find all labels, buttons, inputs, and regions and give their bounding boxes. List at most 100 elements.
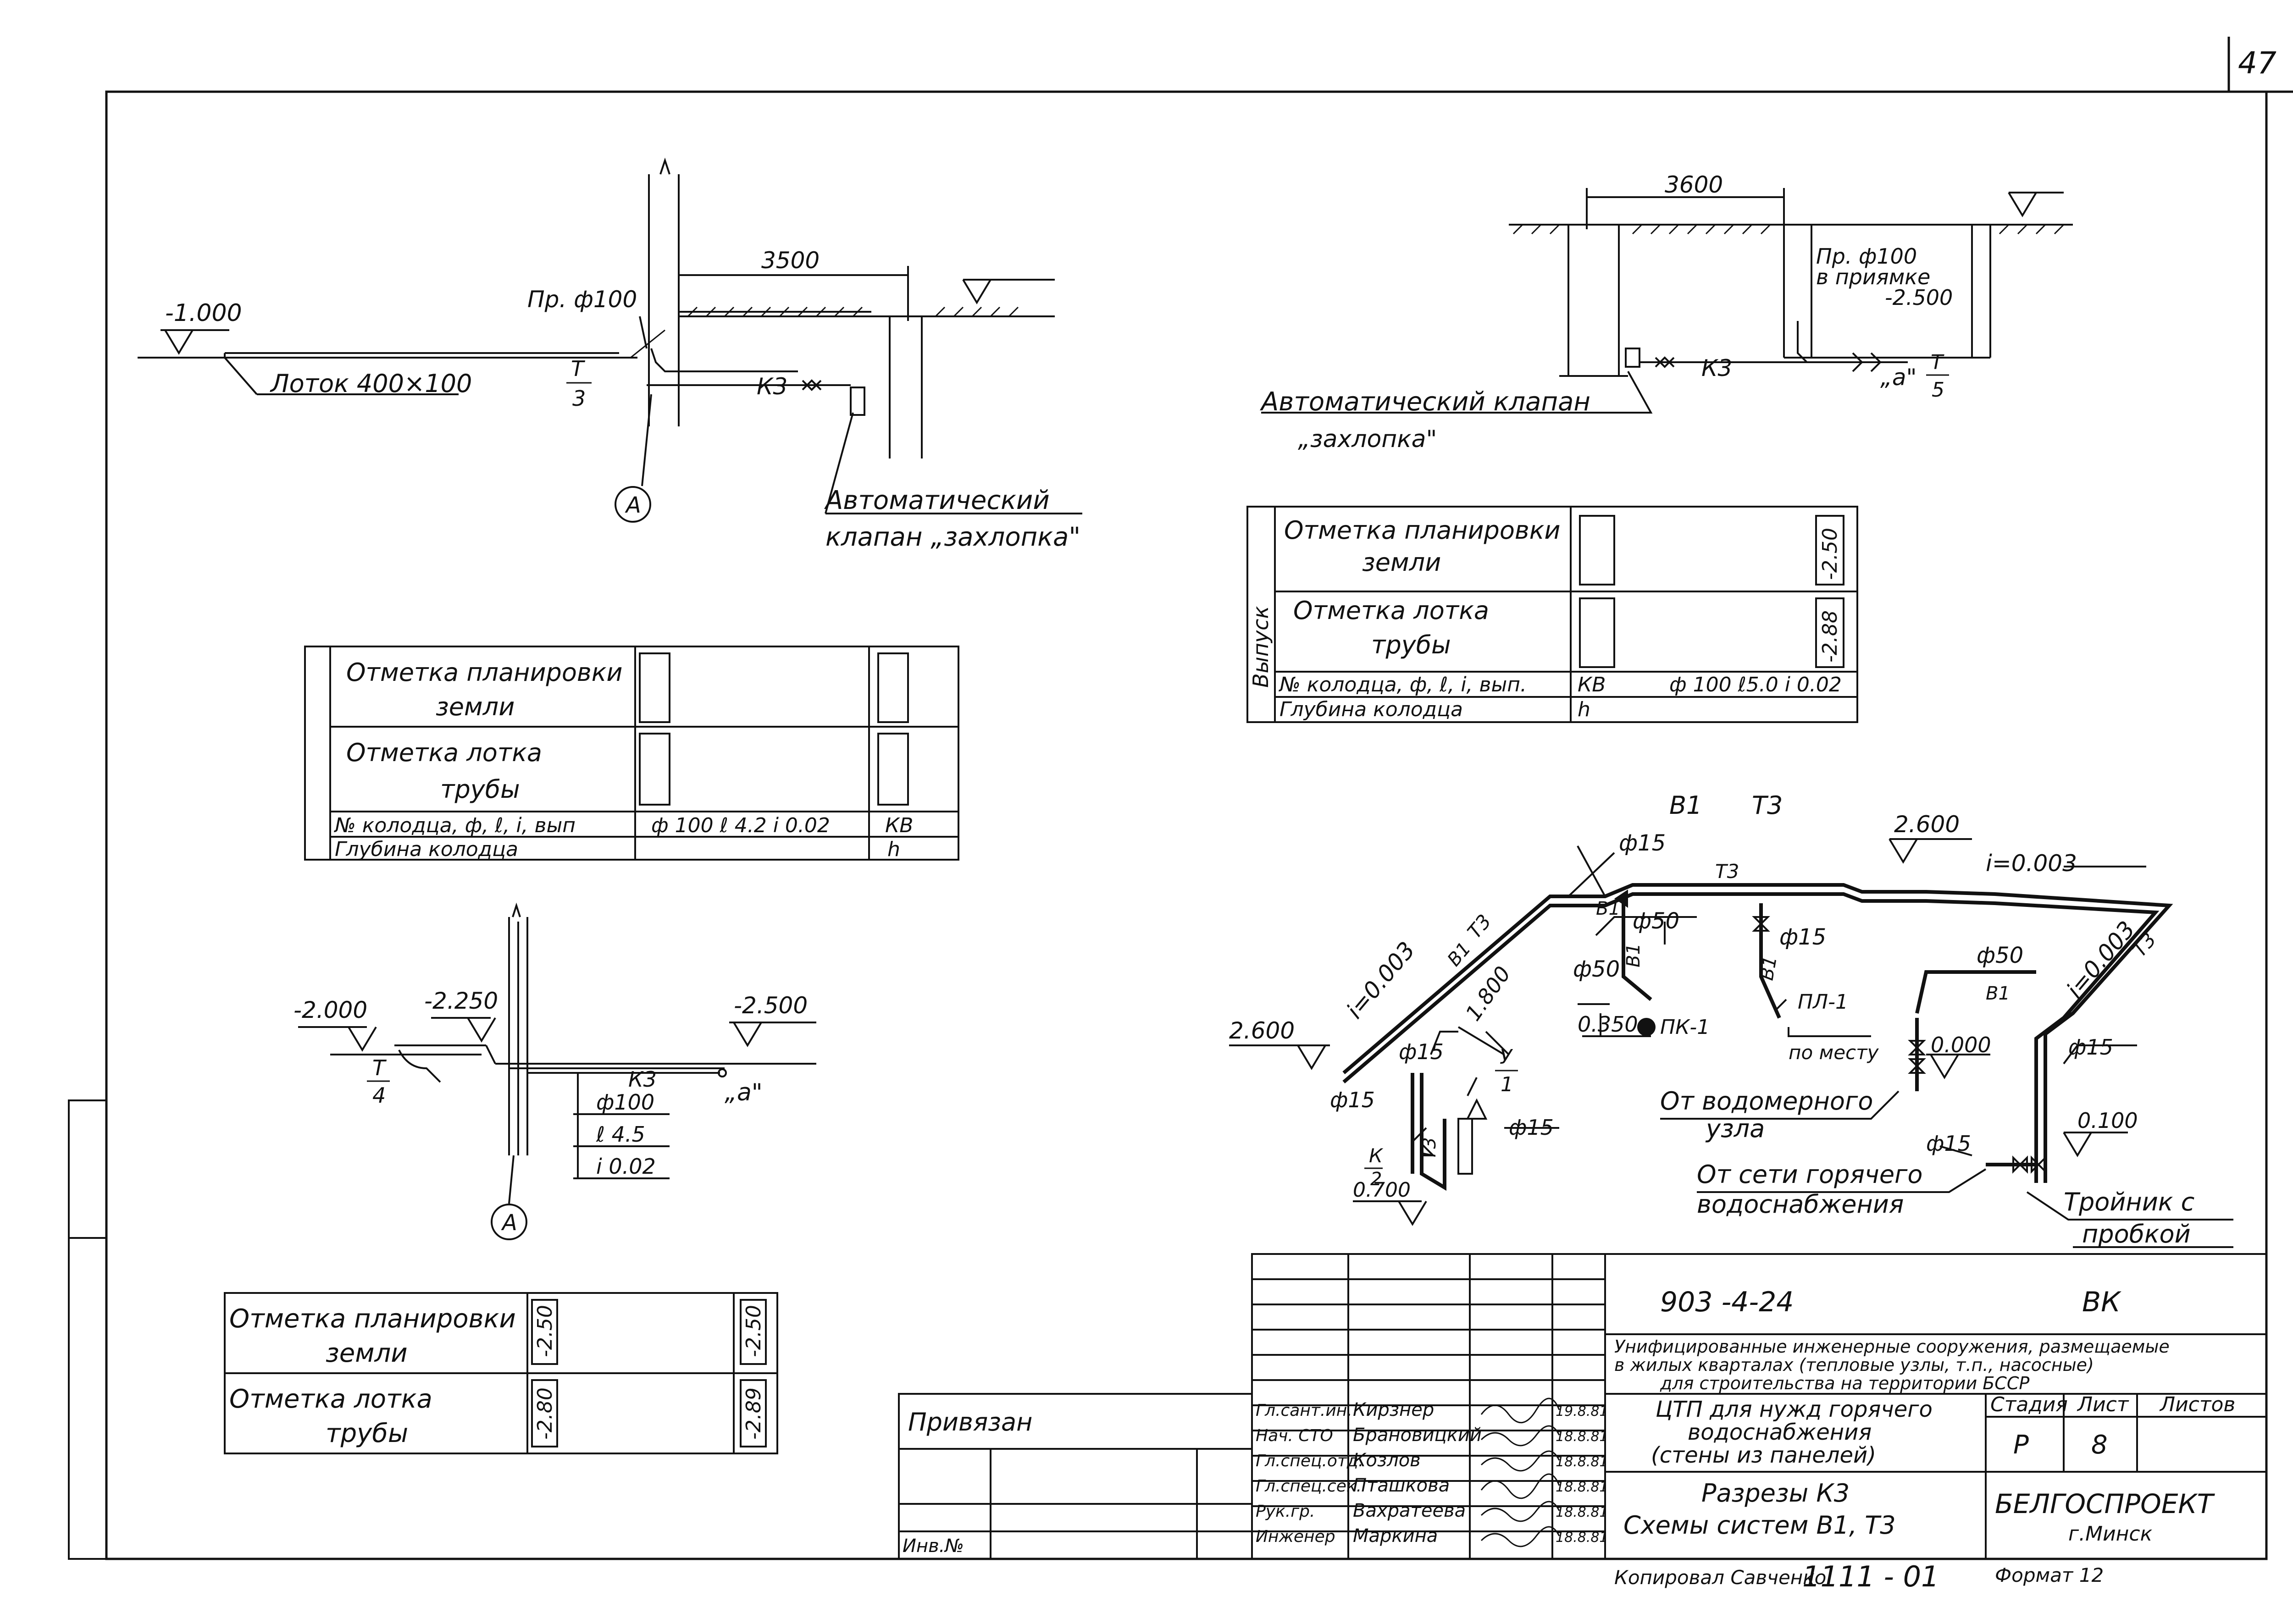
y1-denominator: 1 xyxy=(1501,1073,1513,1096)
tb-row2-a: Отметка лотка xyxy=(229,1384,432,1414)
tr-val1: -2.50 xyxy=(1818,528,1842,580)
level-0000: 0.000 xyxy=(1931,1033,1991,1057)
k3-label: К3 xyxy=(757,373,787,400)
sheets-header: Листов xyxy=(2159,1393,2235,1416)
tb-val1a: -2.50 xyxy=(533,1305,557,1357)
tm-row2-b: трубы xyxy=(440,775,520,804)
desc-line-2: в жилых кварталах (тепловые узлы, т.п., … xyxy=(1614,1355,2094,1375)
b1-label-e: В1 xyxy=(1986,983,2010,1004)
ground-hatch-right xyxy=(1512,224,2065,235)
name-3: Пташкова xyxy=(1353,1475,1450,1496)
tee-label-2: пробкой xyxy=(2082,1220,2191,1248)
stage-header: Стадия xyxy=(1990,1393,2068,1416)
role-5: Инженер xyxy=(1256,1527,1335,1546)
tr-row1-a: Отметка планировки xyxy=(1284,516,1560,545)
tr-val2: -2.88 xyxy=(1818,610,1842,663)
tr-row3-c: ф 100 ℓ5.0 і 0.02 xyxy=(1669,673,1842,696)
table-middle: Отметка планировки земли Отметка лотка т… xyxy=(304,646,959,861)
desc-line-3: для строительства на территории БССР xyxy=(1660,1373,2029,1393)
doc-code: 903 -4-24 xyxy=(1660,1286,1794,1318)
t4-denominator: 4 xyxy=(372,1083,386,1108)
d15-label-b: ф15 xyxy=(1779,924,1826,950)
d15-label-d: ф15 xyxy=(1399,1039,1444,1064)
d50-label-c: ф50 xyxy=(1977,943,2023,968)
hot-water-label-2: водоснабжения xyxy=(1697,1190,1904,1219)
t3-label-d: Т3 xyxy=(1419,1137,1440,1160)
b1-label-d: В1 xyxy=(1756,955,1781,982)
level-1800: 1.800 xyxy=(1461,961,1516,1025)
t3-label-a: Т3 xyxy=(1715,860,1739,883)
bound-label: Привязан xyxy=(908,1408,1032,1436)
d50-label-a: ф50 xyxy=(1633,908,1679,934)
stage-value: Р xyxy=(2013,1430,2029,1460)
tm-row1-b: земли xyxy=(436,692,515,721)
org-city: г.Минск xyxy=(2068,1522,2153,1546)
tr-row4-b: h xyxy=(1578,698,1590,721)
pl1-label: ПЛ-1 xyxy=(1798,990,1848,1014)
tr-row2-a: Отметка лотка xyxy=(1293,596,1489,625)
pipe-diameter-bottom: ф100 xyxy=(596,1090,654,1115)
page-number: 47 xyxy=(2238,45,2276,81)
tm-row1-a: Отметка планировки xyxy=(346,658,622,687)
level-0350: 0.350 xyxy=(1578,1012,1638,1037)
table-right: Выпуск Отметка планировки земли Отметка … xyxy=(1246,506,1858,723)
check-valve-icon xyxy=(1614,889,1628,908)
valve-right-label-2: „захлопка" xyxy=(1298,425,1437,453)
tb-row2-b: трубы xyxy=(326,1419,408,1448)
sheet-header: Лист xyxy=(2077,1393,2129,1416)
sheet-title-1: Разрезы К3 xyxy=(1701,1479,1850,1508)
level-2600-left: 2.600 xyxy=(1229,1017,1295,1044)
tr-row4-a: Глубина колодца xyxy=(1279,698,1463,721)
slope-top: і=0.003 xyxy=(1986,850,2077,877)
table-bottom: Отметка планировки земли Отметка лотка т… xyxy=(224,1292,778,1454)
level-2600-top: 2.600 xyxy=(1894,811,1960,838)
org-name: БЕЛГОСПРОЕКТ xyxy=(1995,1488,2215,1519)
role-4: Рук.гр. xyxy=(1256,1502,1315,1521)
date-4: 18.8.81 xyxy=(1556,1504,1608,1520)
level-minus-1000: -1.000 xyxy=(165,299,242,327)
pipe-label-2: в приямке xyxy=(1816,265,1930,289)
scheme-b1-t3: В1 Т3 2.600 і=0.003 2.600 і=0.003 і=0.00… xyxy=(1229,791,2233,1248)
t4-numerator: Т xyxy=(372,1055,387,1080)
slope-right: і=0.003 xyxy=(2061,916,2140,1003)
t3-denominator: 3 xyxy=(572,386,586,411)
pipe-length-bottom: ℓ 4.5 xyxy=(596,1122,645,1147)
tr-row2-b: трубы xyxy=(1371,630,1451,659)
pipe-label-1: Пр. ф100 xyxy=(1816,244,1917,269)
ground-hatch xyxy=(687,306,1019,317)
object-line-3: (стены из панелей) xyxy=(1651,1442,1876,1468)
dim-3600: 3600 xyxy=(1665,171,1723,198)
tm-row4-b: h xyxy=(887,838,900,861)
axis-a-label: А xyxy=(625,492,641,518)
doc-mark: ВК xyxy=(2082,1286,2121,1318)
by-place-label: по месту xyxy=(1789,1041,1879,1064)
object-line-2: водоснабжения xyxy=(1688,1420,1872,1445)
tr-row3-a: № колодца, ф, ℓ, і, вып. xyxy=(1278,673,1527,696)
water-meter-label-1: От водомерного xyxy=(1660,1087,1873,1116)
t5-numerator: Т xyxy=(1931,351,1944,374)
valve-icons xyxy=(1421,916,2046,1175)
date-2: 18.8.81 xyxy=(1556,1454,1608,1470)
date-3: 18.8.81 xyxy=(1556,1479,1608,1495)
name-0: Кирзнер xyxy=(1353,1399,1434,1420)
role-2: Гл.спец.отд. xyxy=(1256,1452,1363,1470)
desc-line-1: Унифицированные инженерные сооружения, р… xyxy=(1614,1337,2170,1357)
level-minus-2500: -2.500 xyxy=(1885,285,1953,310)
name-1: Брановицкий xyxy=(1353,1425,1482,1446)
scheme-title-t3: Т3 xyxy=(1752,791,1783,820)
sheet-title-2: Схемы систем В1, Т3 xyxy=(1623,1511,1896,1540)
name-2: Козлов xyxy=(1353,1450,1421,1471)
copied-by: Копировал Савченко xyxy=(1614,1566,1826,1589)
inventory-label: Инв.№ xyxy=(903,1536,964,1557)
pipe-label: Пр. ф100 xyxy=(527,286,637,313)
y1-numerator: У xyxy=(1500,1045,1513,1069)
tb-val2a: -2.80 xyxy=(533,1387,557,1440)
tm-row4-a: Глубина колодца xyxy=(335,838,518,861)
valve-right-label-1: Автоматический клапан xyxy=(1260,387,1590,417)
section-k3-right: 3600 Пр. ф100 в приямке -2.500 К3 „а" Т … xyxy=(1260,171,2073,453)
date-0: 19.8.81 xyxy=(1556,1403,1608,1420)
k3-label-right: К3 xyxy=(1701,355,1732,381)
d15-label-a: ф15 xyxy=(1619,830,1666,856)
title-block: 903 -4-24 ВК Унифицированные инженерные … xyxy=(898,1253,2267,1593)
d50-label-b: ф50 xyxy=(1573,956,1620,982)
